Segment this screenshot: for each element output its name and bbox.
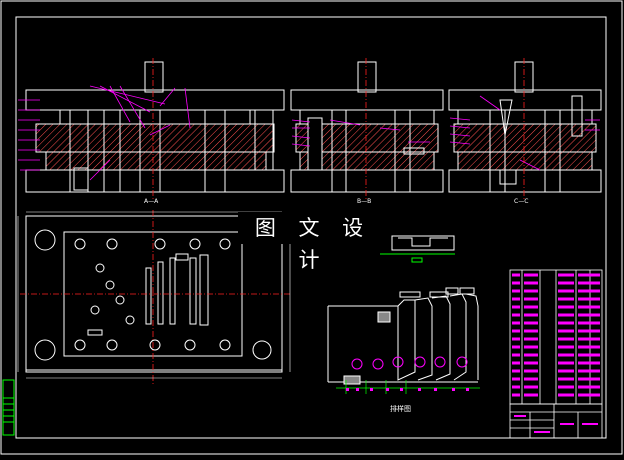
- part-detail: [380, 235, 455, 263]
- strip-markers: [346, 388, 469, 391]
- title-block-fill: [514, 415, 598, 433]
- plan-centerlines: [20, 210, 290, 385]
- watermark-text: 图 文 设 计: [238, 212, 388, 272]
- margin-strip: [2, 379, 15, 436]
- parts-list: [509, 269, 603, 405]
- section-view-a: [25, 61, 285, 193]
- parts-list-rows: [512, 273, 600, 397]
- leaders-a: [18, 85, 191, 181]
- title-block: [509, 403, 603, 439]
- section-view-b: [290, 61, 444, 193]
- section-label-b: B—B: [357, 198, 372, 205]
- section-label-c: C—C: [514, 198, 529, 205]
- leaders-b: [291, 119, 430, 147]
- strip-layout: [327, 287, 479, 385]
- leaders-c: [449, 95, 600, 171]
- strip-dimensions: [336, 380, 480, 394]
- strip-layout-caption: 排样图: [390, 405, 411, 413]
- inner-border: [15, 16, 607, 439]
- section-view-c: [448, 61, 602, 193]
- section-label-a: A—A: [144, 198, 159, 205]
- margin-tags: [3, 397, 14, 423]
- strip-pierce-marks: [351, 356, 468, 370]
